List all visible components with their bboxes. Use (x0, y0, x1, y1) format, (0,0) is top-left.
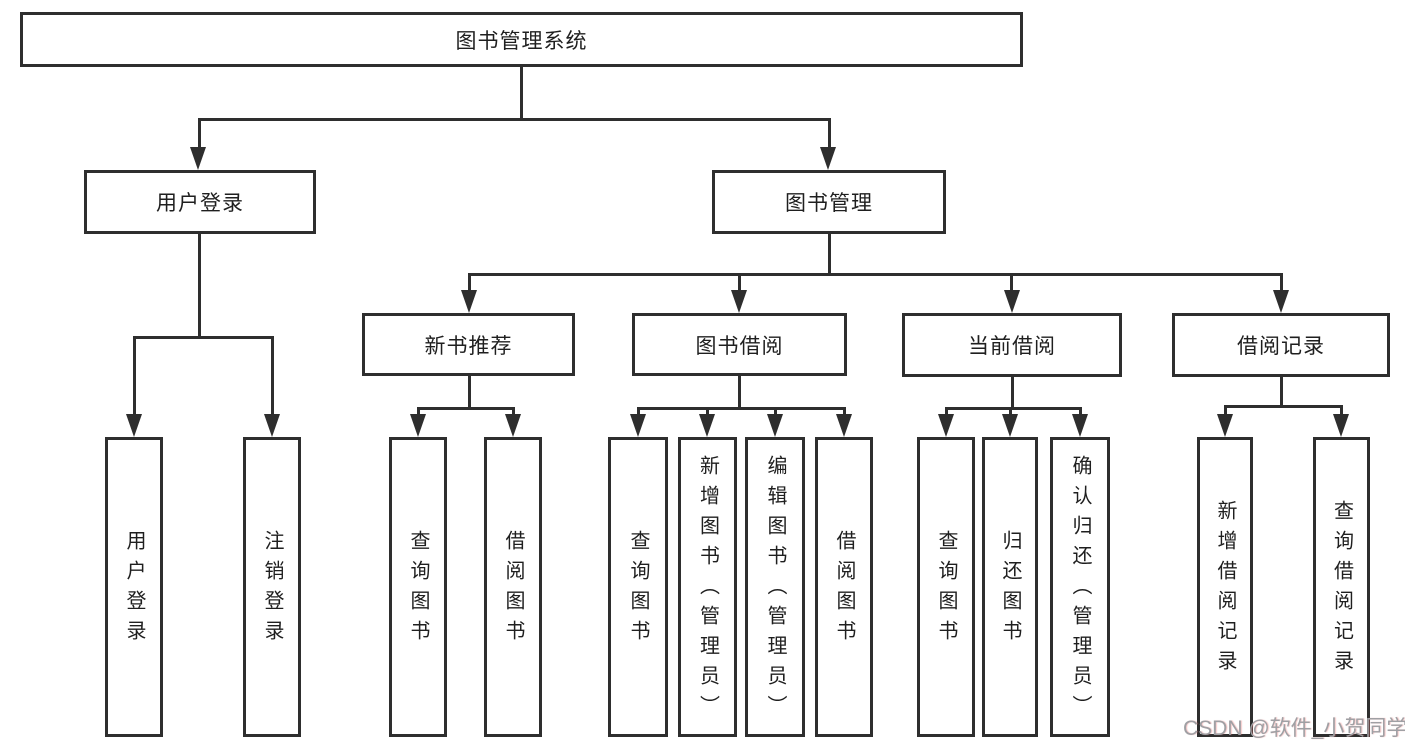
node-label: 用户登录 (123, 530, 145, 650)
connector-drop-book-borrow (738, 273, 741, 292)
connector-drop (945, 407, 948, 416)
connector-drop (1009, 407, 1012, 416)
connector-new-book-trunk (468, 376, 471, 409)
connector-borrow-record-branch (1224, 405, 1343, 408)
node-borrow-records: 借阅记录 (1172, 313, 1390, 377)
connector-book-borrow-branch (637, 407, 846, 410)
arrow-down-icon (264, 414, 280, 437)
connector-drop (843, 407, 846, 416)
node-book-borrowing: 图书借阅 (632, 313, 847, 376)
node-label: 借阅图书 (502, 530, 524, 650)
connector-drop (1224, 405, 1227, 416)
node-label: 查询图书 (407, 530, 429, 650)
arrow-down-icon (1004, 290, 1020, 313)
node-label: 新增图书（管理员） (696, 455, 719, 725)
node-label: 图书管理 (785, 192, 873, 215)
node-root-library-system: 图书管理系统 (20, 12, 1023, 67)
connector-drop-new-book (468, 273, 471, 292)
arrow-down-icon (1002, 414, 1018, 437)
leaf-recommend-borrow-book: 借阅图书 (484, 437, 542, 737)
arrow-down-icon (820, 147, 836, 170)
node-label: 查询图书 (935, 530, 957, 650)
node-label: 新书推荐 (424, 334, 513, 358)
connector-drop (706, 407, 709, 416)
node-label: 当前借阅 (968, 335, 1056, 358)
connector-book-mgmt-branch (468, 273, 1283, 276)
node-label: 图书借阅 (695, 334, 784, 358)
connector-drop (637, 407, 640, 416)
leaf-current-return-book: 归还图书 (982, 437, 1038, 737)
arrow-down-icon (1072, 414, 1088, 437)
arrow-down-icon (190, 147, 206, 170)
arrow-down-icon (630, 414, 646, 437)
leaf-recommend-query-book: 查询图书 (389, 437, 447, 737)
leaf-record-query-borrow-record: 查询借阅记录 (1313, 437, 1370, 737)
connector-current-borrow-branch (945, 407, 1082, 410)
node-label: 注销登录 (261, 530, 283, 650)
arrow-down-icon (461, 290, 477, 313)
node-book-management: 图书管理 (712, 170, 946, 234)
arrow-down-icon (699, 414, 715, 437)
arrow-down-icon (836, 414, 852, 437)
arrow-down-icon (1273, 290, 1289, 313)
connector-drop-user-login (198, 118, 201, 151)
connector-user-login-trunk (198, 234, 201, 336)
node-label: 借阅记录 (1237, 335, 1325, 358)
connector-borrow-record-trunk (1280, 377, 1283, 407)
connector-new-book-branch (417, 407, 515, 410)
connector-drop (1079, 407, 1082, 416)
leaf-logout: 注销登录 (243, 437, 301, 737)
connector-drop-login-leaf (133, 336, 136, 415)
node-label: 借阅图书 (833, 530, 855, 650)
connector-drop-current-borrow (1010, 273, 1013, 292)
connector-root-branch (198, 118, 831, 121)
arrow-down-icon (505, 414, 521, 437)
leaf-borrowing-edit-book-admin: 编辑图书（管理员） (745, 437, 805, 737)
connector-drop (417, 407, 420, 416)
connector-drop (512, 407, 515, 416)
leaf-user-login: 用户登录 (105, 437, 163, 737)
leaf-current-confirm-return-admin: 确认归还（管理员） (1050, 437, 1110, 737)
leaf-current-query-book: 查询图书 (917, 437, 975, 737)
connector-book-mgmt-trunk (828, 234, 831, 275)
connector-drop-logout-leaf (271, 336, 274, 415)
arrow-down-icon (1333, 414, 1349, 437)
leaf-borrowing-borrow-book: 借阅图书 (815, 437, 873, 737)
connector-drop-borrow-record (1280, 273, 1283, 292)
node-label: 归还图书 (999, 530, 1021, 650)
node-label: 查询借阅记录 (1330, 500, 1353, 680)
node-current-borrowing: 当前借阅 (902, 313, 1122, 377)
connector-drop (774, 407, 777, 416)
arrow-down-icon (126, 414, 142, 437)
node-label: 图书管理系统 (455, 29, 588, 53)
node-label: 新增借阅记录 (1214, 500, 1236, 680)
node-label: 编辑图书（管理员） (764, 455, 786, 725)
arrow-down-icon (767, 414, 783, 437)
arrow-down-icon (1217, 414, 1233, 437)
node-label: 用户登录 (156, 192, 244, 215)
leaf-borrowing-query-book: 查询图书 (608, 437, 668, 737)
connector-current-borrow-trunk (1011, 377, 1014, 409)
arrow-down-icon (731, 290, 747, 313)
connector-book-borrow-trunk (738, 376, 741, 409)
node-user-login: 用户登录 (84, 170, 316, 234)
arrow-down-icon (938, 414, 954, 437)
connector-root-trunk (520, 67, 523, 119)
node-new-book-recommend: 新书推荐 (362, 313, 575, 376)
connector-user-login-branch (133, 336, 274, 339)
arrow-down-icon (410, 414, 426, 437)
node-label: 确认归还（管理员） (1069, 455, 1091, 725)
leaf-record-add-borrow-record: 新增借阅记录 (1197, 437, 1253, 737)
csdn-watermark: CSDN @软件_小贺同学 (1183, 717, 1405, 740)
connector-drop (1340, 405, 1343, 416)
leaf-borrowing-add-book-admin: 新增图书（管理员） (678, 437, 737, 737)
node-label: 查询图书 (627, 530, 649, 650)
connector-drop-book-mgmt (828, 118, 831, 151)
